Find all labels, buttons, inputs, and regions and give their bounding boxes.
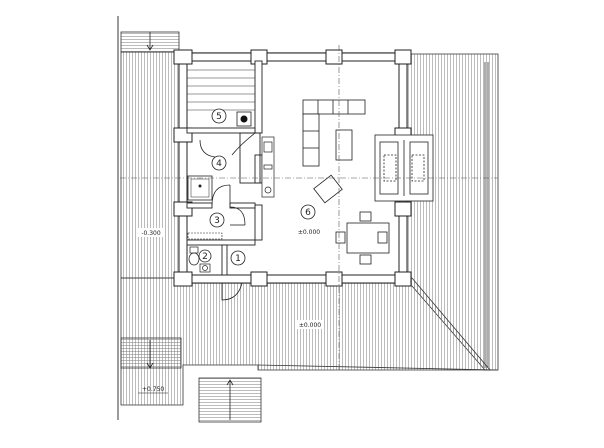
level-entrance: +0.750 [142, 386, 164, 393]
room-6-label: 6 [300, 204, 316, 220]
doors [199, 132, 256, 301]
level-lower-terrace: ±0.000 [299, 322, 321, 329]
room-4-label: 4 [211, 155, 227, 171]
level-terrace-left: -0.300 [141, 230, 161, 237]
room-2-label: 2 [198, 249, 212, 263]
level-marks: -0.300 ±0.000 ±0.000 +0.750 [138, 227, 323, 394]
stair-arrows [146, 32, 234, 420]
left-terrace [120, 51, 180, 279]
coffee-table [335, 129, 353, 161]
room-labels: 1 2 3 4 5 6 [198, 108, 316, 266]
svg-text:5: 5 [216, 112, 222, 122]
interior-walls [186, 60, 263, 276]
shower-tray-icon [187, 175, 213, 201]
room-5-label: 5 [211, 108, 227, 124]
svg-text:3: 3 [214, 216, 220, 226]
svg-text:2: 2 [202, 252, 208, 262]
svg-text:4: 4 [216, 159, 222, 169]
lower-left-stair [120, 337, 182, 369]
axis-lines [120, 45, 498, 370]
fireplace-icon [374, 134, 434, 202]
armchair-icon [313, 174, 343, 204]
sauna-bench [187, 232, 223, 240]
svg-text:6: 6 [305, 208, 311, 218]
kitchen-counter [261, 136, 275, 198]
decks [120, 31, 499, 423]
toilet-icon [188, 246, 211, 273]
room-3-label: 3 [209, 212, 225, 228]
dining-table-icon [335, 211, 390, 265]
stove-icon [236, 111, 252, 127]
interior-stair [187, 69, 255, 111]
level-main-floor: ±0.000 [298, 229, 320, 236]
room-1-label: 1 [230, 250, 246, 266]
sofa-icon [302, 99, 366, 167]
svg-text:1: 1 [235, 254, 241, 264]
